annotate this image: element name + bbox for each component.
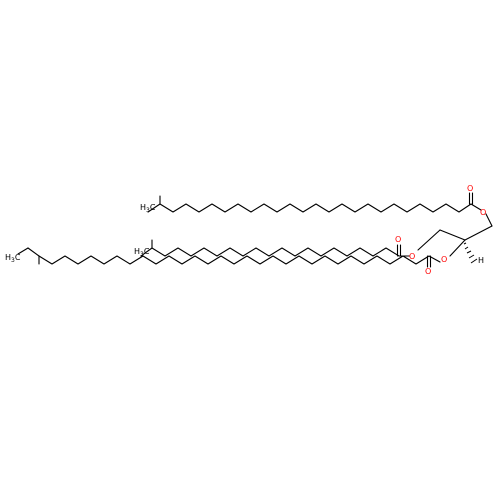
chain-2-backbone xyxy=(151,247,400,257)
glycerol-c2-to-o3 xyxy=(449,239,466,257)
stereo-hydrogen: H xyxy=(478,256,484,265)
carbonyl-oxygen-chain-1: O xyxy=(467,184,473,193)
glycerol-c3-to-o2 xyxy=(417,229,441,251)
glycerol-c1-to-c2 xyxy=(464,225,493,241)
chain-3-ethyl-bond-1 xyxy=(27,247,40,257)
chain-1-terminal-methyl-label: H3C xyxy=(140,203,156,214)
glycerol-o1-to-c1 xyxy=(485,213,493,227)
chain-1-bond-to-ester-o xyxy=(470,203,482,211)
carbonyl-oxygen-chain-2: O xyxy=(395,235,401,244)
atom-labels: O O O O O O H H3C H3C H3C xyxy=(5,184,486,276)
glycerol-c2-to-c3 xyxy=(439,229,466,241)
bond-layer xyxy=(17,192,493,268)
chain-3-backbone xyxy=(38,255,441,265)
chain-1-branch-methyl-a xyxy=(147,203,161,213)
chain-2-ethyl-bond xyxy=(140,247,153,257)
chain-1-backbone xyxy=(159,203,472,213)
ester-oxygen-chain-1: O xyxy=(480,208,486,217)
carbonyl-oxygen-chain-3: O xyxy=(425,267,431,276)
ester-oxygen-chain-2: O xyxy=(409,252,415,261)
chain-3-ethyl-bond-2 xyxy=(17,247,29,255)
chain-3-terminal-methyl-label: H3C xyxy=(5,253,21,264)
chain-2-terminal-methyl-label: H3C xyxy=(134,247,150,258)
stereo-hash-wedge xyxy=(463,242,478,264)
ester-oxygen-chain-3: O xyxy=(441,255,447,264)
